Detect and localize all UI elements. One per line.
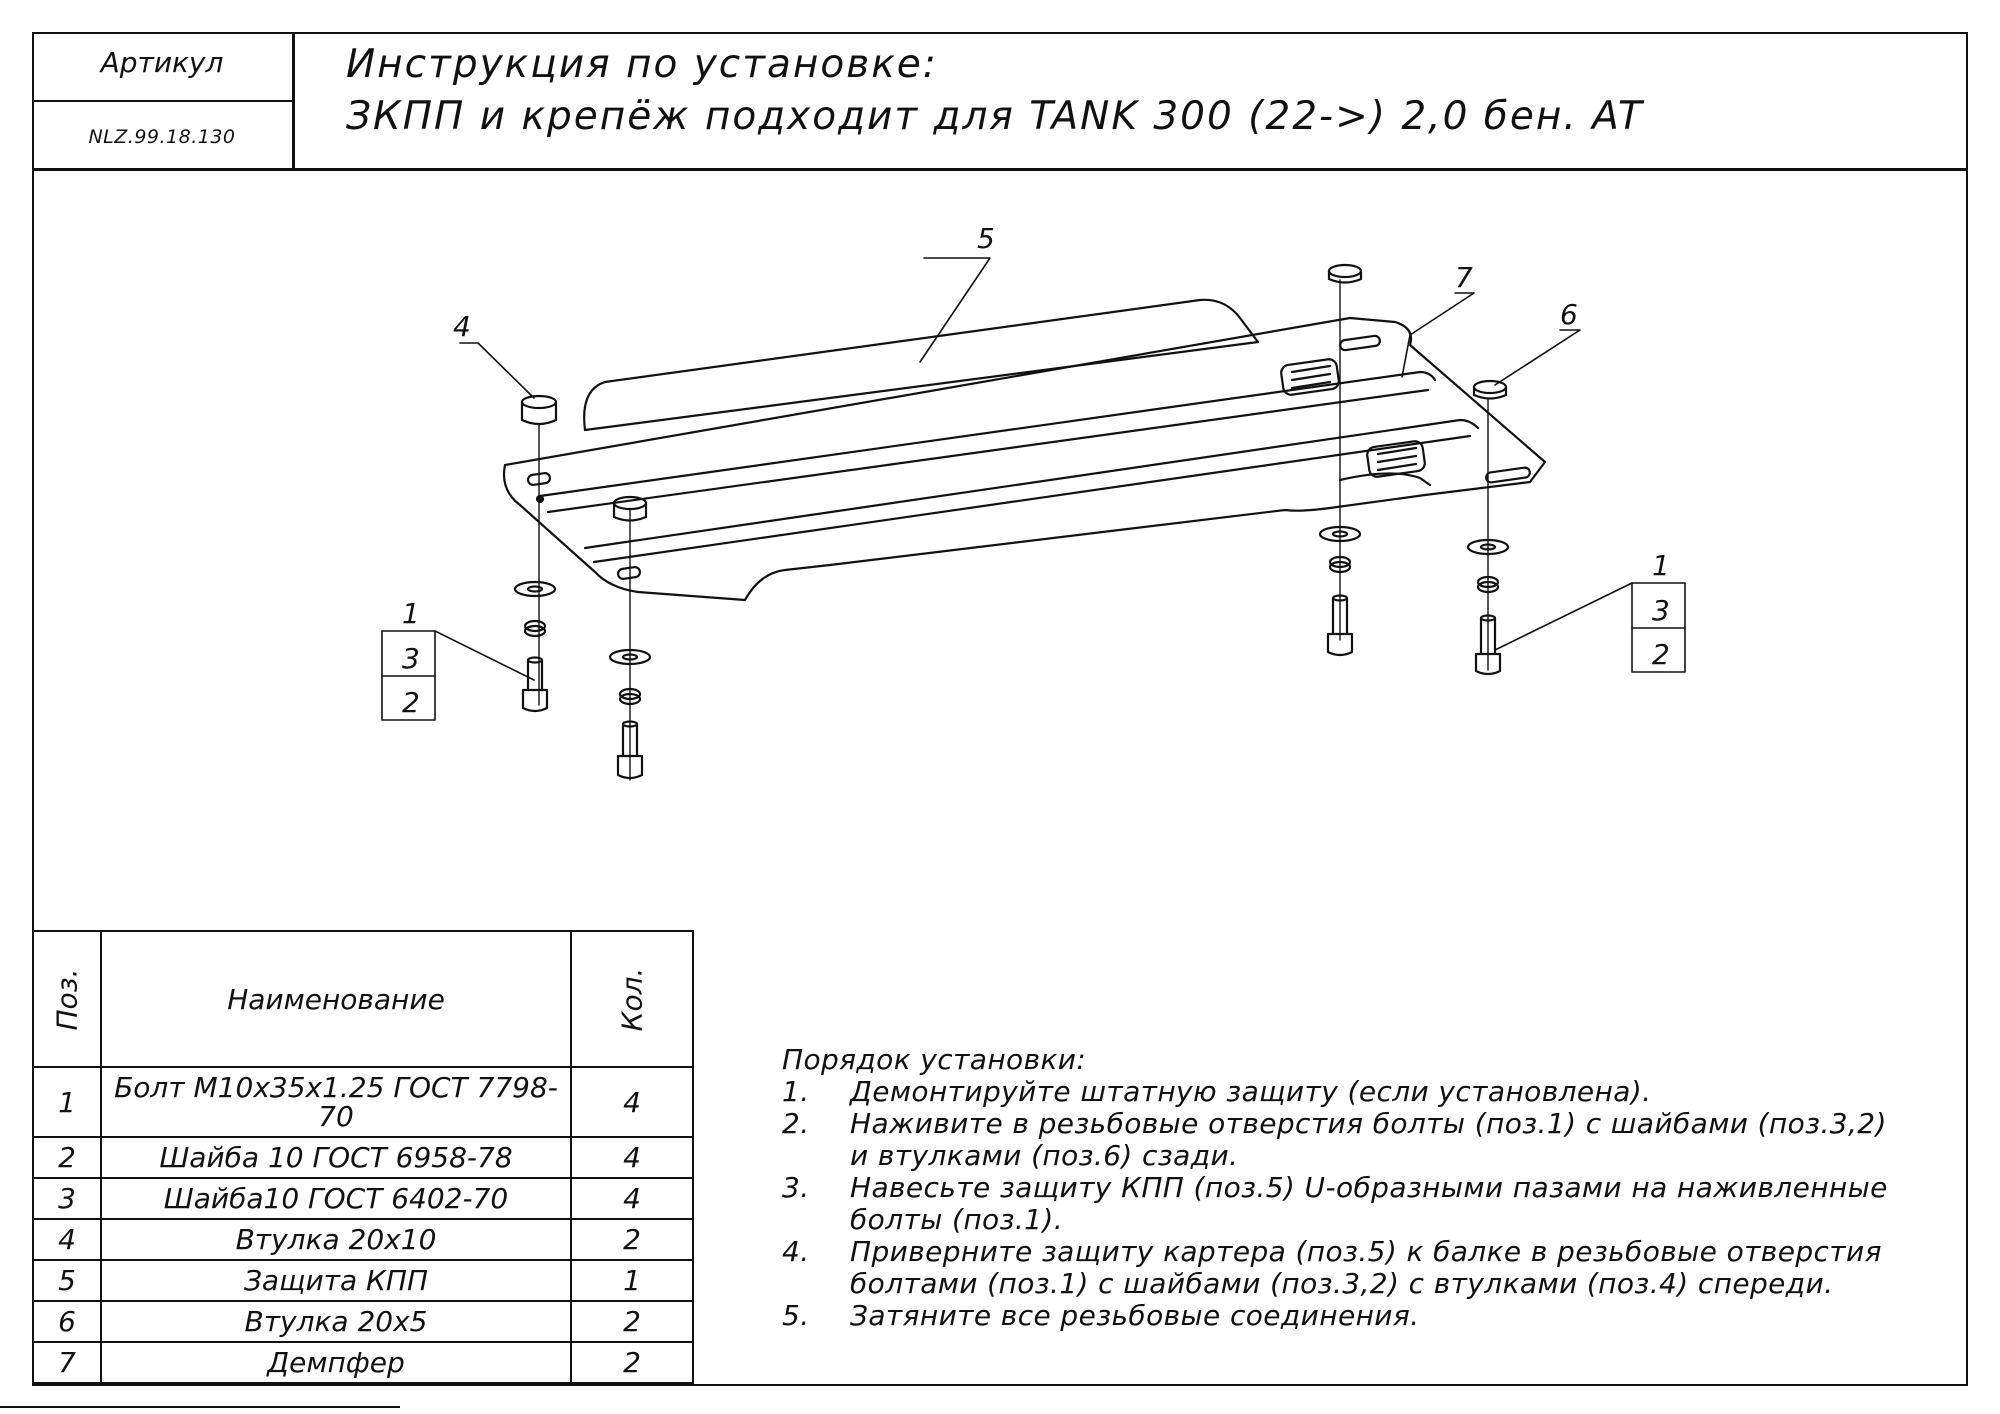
drawing-frame — [32, 32, 1968, 1386]
instruction-step: 1. Демонтируйте штатную защиту (если уст… — [782, 1076, 1912, 1108]
cell-name: Шайба10 ГОСТ 6402-70 — [100, 1177, 572, 1220]
callout-3-left: 3 — [402, 642, 420, 675]
table-row: 4 Втулка 20х10 2 — [32, 1218, 694, 1261]
cell-pos: 7 — [32, 1341, 102, 1384]
header-name: Наименование — [100, 930, 572, 1068]
header-pos: Поз. — [32, 930, 102, 1068]
bushing-20x5 — [1327, 263, 1508, 400]
callout-2-left: 2 — [402, 686, 420, 719]
cell-qty: 2 — [570, 1341, 694, 1384]
step-number: 2. — [782, 1107, 810, 1140]
cell-pos: 4 — [32, 1218, 102, 1261]
parts-table-header: Поз. Наименование Кол. — [32, 930, 694, 1068]
table-row: 1 Болт М10х35х1.25 ГОСТ 7798-70 4 — [32, 1066, 694, 1138]
step-text: Навесьте защиту КПП (поз.5) U-образными … — [850, 1171, 1888, 1236]
step-number: 4. — [782, 1235, 810, 1268]
table-row: 2 Шайба 10 ГОСТ 6958-78 4 — [32, 1136, 694, 1179]
skid-plate — [502, 298, 1547, 602]
cell-pos: 6 — [32, 1300, 102, 1343]
cell-qty: 4 — [570, 1177, 694, 1220]
table-row: 3 Шайба10 ГОСТ 6402-70 4 — [32, 1177, 694, 1220]
callout-6: 6 — [1560, 298, 1578, 331]
bushing-20x10 — [520, 394, 648, 522]
damper-rear — [1366, 440, 1426, 478]
installation-instructions: Порядок установки: 1. Демонтируйте штатн… — [782, 1044, 1912, 1332]
cell-qty: 1 — [570, 1259, 694, 1302]
cell-qty: 2 — [570, 1300, 694, 1343]
step-number: 3. — [782, 1171, 810, 1204]
article-label: Артикул — [100, 46, 224, 79]
cell-pos: 5 — [32, 1259, 102, 1302]
cell-name: Втулка 20х10 — [100, 1218, 572, 1261]
cell-qty: 4 — [570, 1136, 694, 1179]
callout-labels: 5 4 7 6 1 3 2 1 3 2 — [402, 222, 1670, 719]
cell-name: Шайба 10 ГОСТ 6958-78 — [100, 1136, 572, 1179]
cell-pos: 2 — [32, 1136, 102, 1179]
callout-1-right: 1 — [1652, 549, 1670, 582]
step-text: Затяните все резьбовые соединения. — [850, 1299, 1420, 1332]
cell-name: Демпфер — [100, 1341, 572, 1384]
washers-and-bolts — [513, 525, 1510, 780]
damper-front — [1280, 358, 1340, 396]
product-title: ЗКПП и крепёж подходит для TANK 300 (22-… — [346, 94, 1644, 139]
callout-1-left: 1 — [402, 597, 420, 630]
article-number: NLZ.99.18.130 — [88, 126, 236, 148]
instructions-title: Порядок установки: — [782, 1043, 1087, 1076]
step-number: 1. — [782, 1075, 810, 1108]
centerlines — [538, 279, 1489, 781]
table-row: 6 Втулка 20х5 2 — [32, 1300, 694, 1343]
header-qty: Кол. — [570, 930, 694, 1068]
cell-name: Болт М10х35х1.25 ГОСТ 7798-70 — [100, 1066, 572, 1138]
article-divider — [32, 100, 293, 102]
instruction-step: 5. Затяните все резьбовые соединения. — [782, 1300, 1912, 1332]
instruction-step: 3. Навесьте защиту КПП (поз.5) U-образны… — [782, 1172, 1912, 1236]
header-divider-vertical — [292, 32, 295, 169]
cell-qty: 4 — [570, 1066, 694, 1138]
callout-5: 5 — [977, 222, 995, 255]
step-text: Наживите в резьбовые отверстия болты (по… — [850, 1107, 1887, 1172]
table-row: 7 Демпфер 2 — [32, 1341, 694, 1384]
cell-pos: 1 — [32, 1066, 102, 1138]
cell-name: Защита КПП — [100, 1259, 572, 1302]
callout-2-right: 2 — [1652, 638, 1670, 671]
bottom-rule — [0, 1406, 400, 1408]
step-text: Приверните защиту картера (поз.5) к балк… — [850, 1235, 1882, 1300]
leader-lines — [381, 257, 1686, 721]
table-row: 5 Защита КПП 1 — [32, 1259, 694, 1302]
step-text: Демонтируйте штатную защиту (если устано… — [850, 1075, 1652, 1108]
step-number: 5. — [782, 1299, 810, 1332]
cell-name: Втулка 20х5 — [100, 1300, 572, 1343]
callout-7: 7 — [1455, 261, 1473, 294]
cell-qty: 2 — [570, 1218, 694, 1261]
callout-3-right: 3 — [1652, 594, 1670, 627]
callout-4: 4 — [453, 310, 471, 343]
header-bottom-line — [32, 168, 1968, 171]
cell-pos: 3 — [32, 1177, 102, 1220]
instruction-title: Инструкция по установке: — [346, 42, 938, 87]
instruction-step: 2. Наживите в резьбовые отверстия болты … — [782, 1108, 1912, 1172]
parts-table: Поз. Наименование Кол. 1 Болт М10х35х1.2… — [32, 930, 694, 1384]
instruction-step: 4. Приверните защиту картера (поз.5) к б… — [782, 1236, 1912, 1300]
